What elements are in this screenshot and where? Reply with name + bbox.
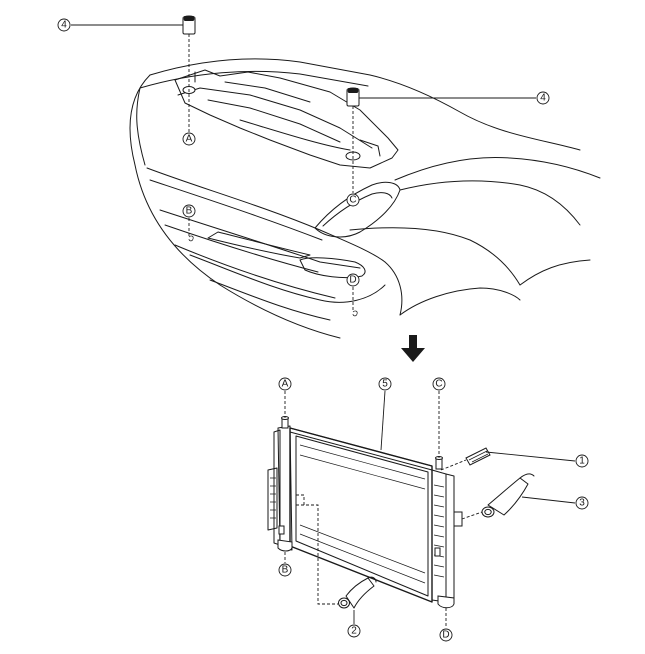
- callout-3: 3: [575, 496, 589, 510]
- svg-text:1: 1: [579, 456, 585, 467]
- svg-text:2: 2: [351, 626, 357, 637]
- callout-d-bottom: D: [439, 628, 453, 642]
- connection-line-lower-hose-stub: [296, 494, 305, 505]
- svg-text:3: 3: [579, 498, 585, 509]
- connection-line-lower-hose: [296, 504, 338, 605]
- callout-2: 2: [347, 624, 361, 638]
- connection-line-upper-hose: [461, 511, 483, 520]
- callout-b-bottom: B: [278, 563, 292, 577]
- svg-text:4: 4: [61, 20, 67, 31]
- vehicle-front-end: [129, 58, 601, 339]
- svg-text:D: D: [349, 275, 356, 286]
- callout-c-top: C: [346, 193, 360, 207]
- callout-a-top: A: [182, 132, 196, 146]
- svg-text:B: B: [186, 206, 193, 217]
- radiator-assembly: [267, 416, 463, 609]
- svg-text:A: A: [282, 379, 289, 390]
- callout-4-left: 4: [57, 18, 71, 32]
- svg-text:4: 4: [540, 93, 546, 104]
- upper-insulator-left-icon: [182, 15, 196, 35]
- svg-text:5: 5: [382, 379, 388, 390]
- radiator-cap-hose-icon: [465, 447, 491, 466]
- svg-text:A: A: [186, 134, 193, 145]
- callout-d-top: D: [346, 273, 360, 287]
- callout-5: 5: [378, 377, 392, 391]
- connection-line-cap: [440, 459, 467, 471]
- svg-text:C: C: [349, 195, 356, 206]
- leader-5: [380, 390, 386, 451]
- svg-text:D: D: [442, 630, 449, 641]
- upper-insulator-right-icon: [346, 87, 360, 107]
- svg-text:C: C: [435, 379, 442, 390]
- callout-c-bottom: C: [432, 377, 446, 391]
- upper-radiator-hose-icon: [481, 473, 535, 518]
- svg-text:B: B: [282, 565, 289, 576]
- callout-4-right: 4: [536, 91, 550, 105]
- down-arrow-icon: [401, 335, 425, 362]
- callout-b-top: B: [182, 204, 196, 218]
- lower-radiator-hose-icon: [338, 576, 377, 609]
- leader-1: [485, 451, 576, 462]
- callout-a-bottom: A: [278, 377, 292, 391]
- leader-3: [521, 496, 576, 504]
- callout-1: 1: [575, 454, 589, 468]
